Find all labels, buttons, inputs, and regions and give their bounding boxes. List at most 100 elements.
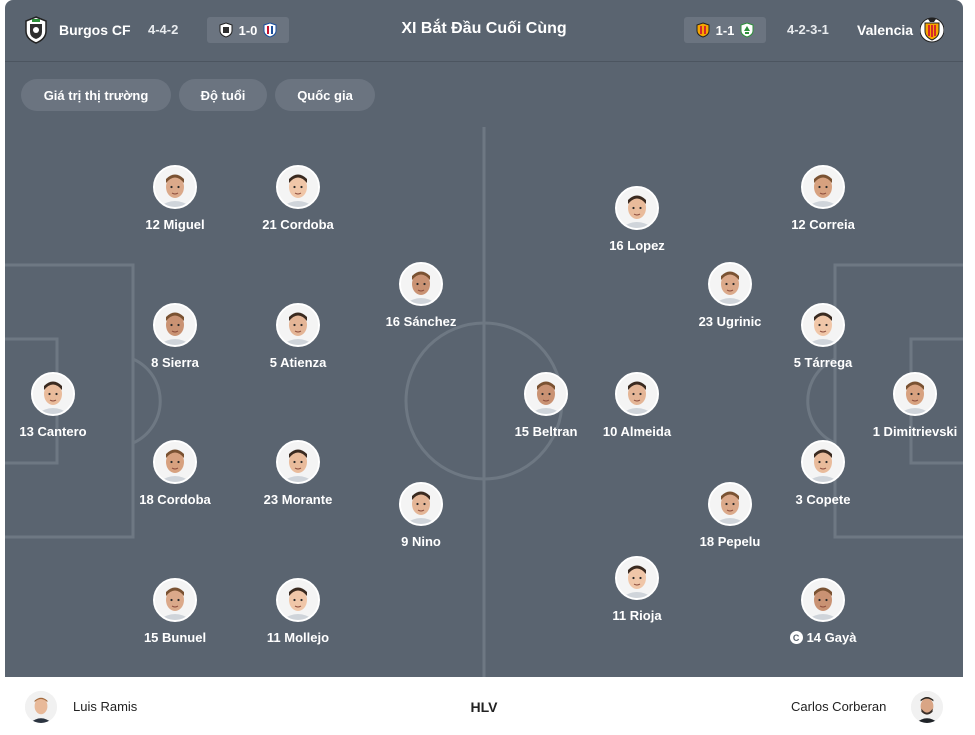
valencia-crest-icon[interactable]: [920, 16, 944, 44]
player-name-row: 12 Miguel: [145, 217, 204, 232]
away-player[interactable]: 10 Almeida: [567, 372, 707, 441]
player-avatar[interactable]: [31, 372, 75, 416]
player-face-icon: [526, 374, 566, 414]
player-name[interactable]: 16 Sánchez: [385, 314, 457, 329]
player-name-row: 15 Beltran: [515, 424, 578, 439]
player-avatar[interactable]: [399, 482, 443, 526]
away-player[interactable]: 16 Lopez: [567, 186, 707, 255]
player-avatar[interactable]: [801, 303, 845, 347]
away-player[interactable]: 15 Beltran: [476, 372, 616, 441]
player-name[interactable]: 18 Pepelu: [699, 534, 761, 549]
player-name[interactable]: 18 Cordoba: [139, 492, 211, 507]
player-name[interactable]: 21 Cordoba: [262, 217, 334, 232]
home-player[interactable]: 16 Sánchez: [351, 262, 491, 331]
away-player[interactable]: 3 Copete: [753, 440, 893, 509]
player-avatar[interactable]: [276, 303, 320, 347]
player-name[interactable]: 12 Correia: [791, 217, 855, 232]
player-avatar[interactable]: [153, 303, 197, 347]
filter-nationality[interactable]: Quốc gia: [275, 79, 375, 111]
home-player[interactable]: 21 Cordoba: [228, 165, 368, 234]
away-player[interactable]: 5 Tárrega: [753, 303, 893, 372]
away-player[interactable]: 23 Ugrinic: [660, 262, 800, 331]
player-face-icon: [710, 264, 750, 304]
player-name[interactable]: 14 Gayà: [806, 630, 857, 645]
player-name-row: 23 Ugrinic: [699, 314, 762, 329]
page-scrollbar[interactable]: [965, 0, 975, 735]
player-name[interactable]: 12 Miguel: [145, 217, 205, 232]
home-player[interactable]: 9 Nino: [351, 482, 491, 551]
player-face-icon: [155, 442, 195, 482]
away-player[interactable]: 12 Correia: [753, 165, 893, 234]
player-name-row: 9 Nino: [401, 534, 441, 549]
home-player[interactable]: 15 Bunuel: [105, 578, 245, 647]
home-player[interactable]: 8 Sierra: [105, 303, 245, 372]
player-name-row: 10 Almeida: [603, 424, 671, 439]
player-avatar[interactable]: [276, 440, 320, 484]
player-avatar[interactable]: [708, 482, 752, 526]
player-name[interactable]: 13 Cantero: [19, 424, 87, 439]
player-avatar[interactable]: [708, 262, 752, 306]
player-name[interactable]: 16 Lopez: [609, 238, 665, 253]
away-player[interactable]: 11 Rioja: [567, 556, 707, 625]
player-face-icon: [803, 580, 843, 620]
home-player[interactable]: 11 Mollejo: [228, 578, 368, 647]
player-avatar[interactable]: [399, 262, 443, 306]
away-coach-avatar[interactable]: [911, 691, 943, 723]
player-avatar[interactable]: [276, 165, 320, 209]
away-player[interactable]: 18 Pepelu: [660, 482, 800, 551]
burgos-crest-icon[interactable]: [24, 16, 48, 44]
player-face-icon: [278, 442, 318, 482]
filter-market-value[interactable]: Giá trị thị trường: [21, 79, 171, 111]
player-name[interactable]: 15 Beltran: [514, 424, 578, 439]
home-player[interactable]: 23 Morante: [228, 440, 368, 509]
player-avatar[interactable]: [153, 165, 197, 209]
player-avatar[interactable]: [615, 186, 659, 230]
captain-badge-icon: C: [789, 631, 803, 644]
player-name[interactable]: 5 Tárrega: [793, 355, 853, 370]
player-name[interactable]: 10 Almeida: [602, 424, 672, 439]
away-player[interactable]: 1 Dimitrievski: [845, 372, 963, 441]
player-name[interactable]: 5 Atienza: [269, 355, 327, 370]
player-name[interactable]: 23 Morante: [263, 492, 333, 507]
coach-bar: Luis Ramis HLV Carlos Corberan: [5, 677, 963, 735]
player-avatar[interactable]: [801, 165, 845, 209]
home-formation: 4-4-2: [148, 22, 179, 37]
player-name[interactable]: 1 Dimitrievski: [872, 424, 958, 439]
filter-age[interactable]: Độ tuổi: [179, 79, 267, 111]
player-face-icon: [617, 188, 657, 228]
away-coach-name[interactable]: Carlos Corberan: [791, 699, 887, 714]
player-name-row: 3 Copete: [796, 492, 851, 507]
player-name-row: 15 Bunuel: [144, 630, 206, 645]
home-coach-avatar[interactable]: [25, 691, 57, 723]
player-name[interactable]: 3 Copete: [795, 492, 851, 507]
home-last-result[interactable]: 1-0: [207, 17, 289, 43]
home-player[interactable]: 5 Atienza: [228, 303, 368, 372]
player-avatar[interactable]: [801, 578, 845, 622]
home-player[interactable]: 18 Cordoba: [105, 440, 245, 509]
player-avatar[interactable]: [801, 440, 845, 484]
player-avatar[interactable]: [615, 556, 659, 600]
away-team-name[interactable]: Valencia: [857, 22, 914, 38]
player-face-icon: [803, 167, 843, 207]
coach-face-icon: [25, 691, 57, 723]
player-avatar[interactable]: [276, 578, 320, 622]
player-name[interactable]: 8 Sierra: [151, 355, 199, 370]
player-avatar[interactable]: [615, 372, 659, 416]
player-name[interactable]: 9 Nino: [401, 534, 441, 549]
player-avatar[interactable]: [153, 440, 197, 484]
home-player[interactable]: 12 Miguel: [105, 165, 245, 234]
player-avatar[interactable]: [153, 578, 197, 622]
player-avatar[interactable]: [893, 372, 937, 416]
player-name[interactable]: 23 Ugrinic: [698, 314, 762, 329]
player-name[interactable]: 15 Bunuel: [143, 630, 207, 645]
player-name[interactable]: 11 Mollejo: [266, 630, 330, 645]
player-face-icon: [278, 167, 318, 207]
home-team-name[interactable]: Burgos CF: [59, 22, 131, 38]
home-player[interactable]: 13 Cantero: [5, 372, 123, 441]
player-name[interactable]: 11 Rioja: [612, 608, 662, 623]
home-coach-name[interactable]: Luis Ramis: [73, 699, 138, 714]
player-avatar[interactable]: [524, 372, 568, 416]
away-last-result[interactable]: 1-1: [684, 17, 766, 43]
coach-face-icon: [911, 691, 943, 723]
